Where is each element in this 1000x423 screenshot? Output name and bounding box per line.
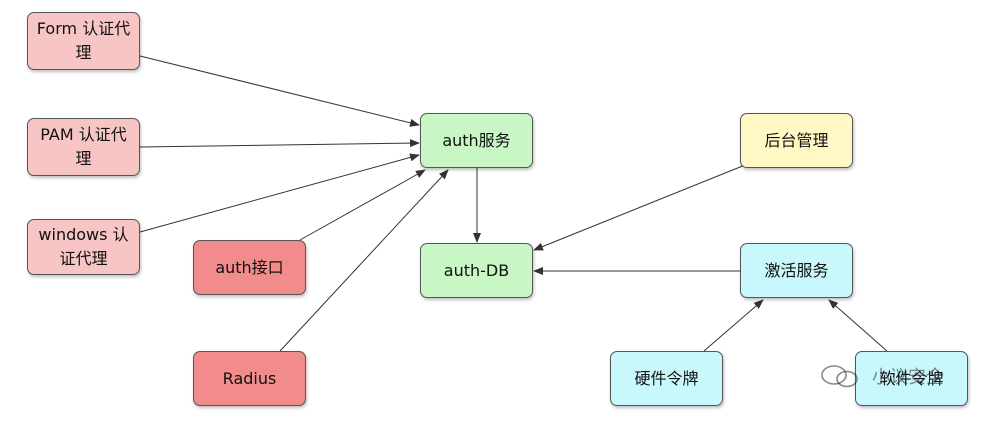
node-form-proxy: Form 认证代理 (27, 12, 140, 70)
node-label-line: 激活服务 (764, 260, 829, 280)
node-label: 激活服务 (764, 259, 828, 283)
node-label: PAM 认证代理 (40, 123, 126, 171)
node-windows-proxy: windows 认证代理 (27, 219, 140, 275)
node-hw-token: 硬件令牌 (610, 351, 723, 406)
edge-layer (139, 55, 888, 352)
node-sw-token: 软件令牌 (855, 351, 968, 406)
edge-sw-token-to-activation (828, 299, 888, 352)
node-label: auth-DB (444, 259, 509, 283)
node-label: windows 认证代理 (38, 223, 128, 271)
node-label-line: auth接口 (215, 257, 284, 277)
node-label-line: 后台管理 (764, 130, 829, 150)
node-label: 硬件令牌 (634, 367, 698, 391)
node-auth-service: auth服务 (420, 113, 533, 168)
node-activation: 激活服务 (740, 243, 853, 298)
node-label-line: Form 认证代 (36, 19, 131, 38)
node-label: 后台管理 (764, 129, 828, 153)
node-label: auth服务 (442, 129, 510, 153)
node-label-line: 硬件令牌 (634, 368, 699, 388)
edge-windows-proxy-to-auth-service (139, 153, 420, 233)
edge-radius-to-auth-service (279, 169, 449, 352)
watermark-text: 小议安全 (872, 367, 944, 388)
node-label-line: auth服务 (442, 130, 511, 150)
node-label-line: 证代理 (59, 249, 108, 268)
node-label-line: 软件令牌 (879, 368, 944, 388)
node-label-line: Radius (222, 368, 277, 388)
node-pam-proxy: PAM 认证代理 (27, 118, 140, 176)
node-label-line: 理 (75, 43, 92, 62)
edge-admin-to-auth-db (533, 162, 751, 251)
node-auth-api: auth接口 (193, 240, 306, 295)
node-label-line: auth-DB (443, 260, 510, 280)
node-label-line: PAM 认证代 (40, 125, 127, 144)
node-auth-db: auth-DB (420, 243, 533, 298)
node-label: auth接口 (215, 256, 283, 280)
node-label-line: 理 (75, 149, 92, 168)
node-admin: 后台管理 (740, 113, 853, 168)
edge-form-proxy-to-auth-service (139, 55, 420, 127)
edge-pam-proxy-to-auth-service (139, 139, 420, 148)
node-label-line: windows 认 (38, 225, 129, 244)
node-label: Radius (223, 367, 277, 391)
node-radius: Radius (193, 351, 306, 406)
edge-hw-token-to-activation (703, 299, 764, 352)
wechat-icon (820, 364, 864, 388)
edge-auth-api-to-auth-service (299, 169, 426, 241)
node-label: 软件令牌 (879, 367, 943, 391)
node-label: Form 认证代理 (37, 17, 130, 65)
